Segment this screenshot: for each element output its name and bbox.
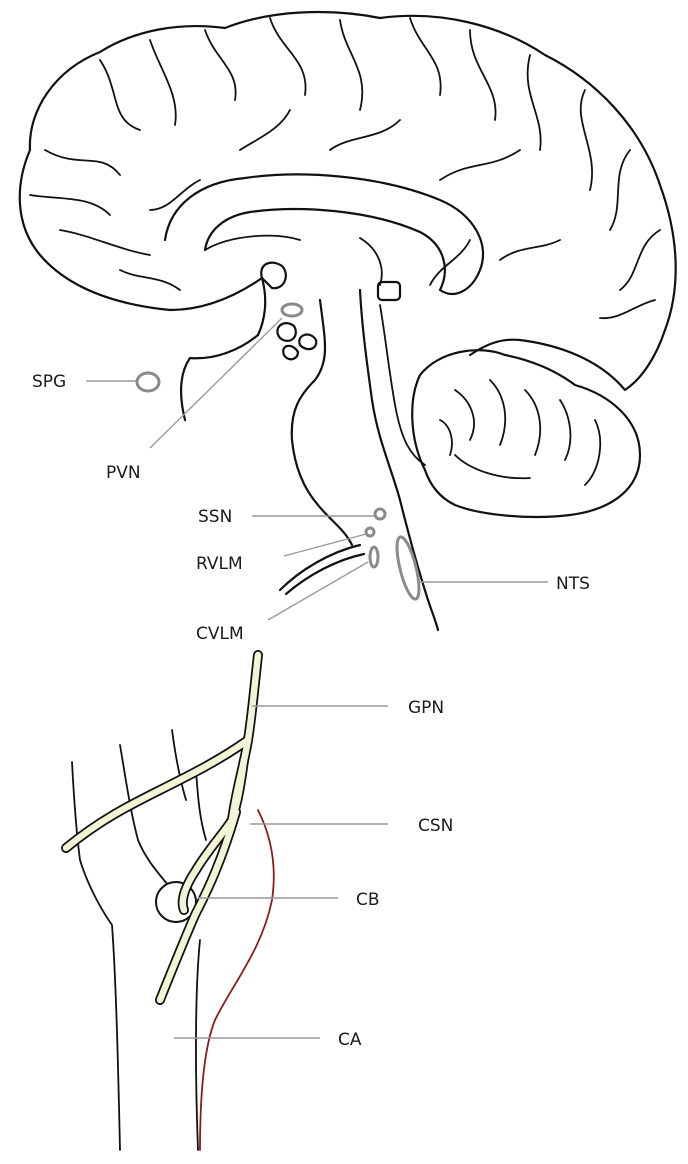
nuclei-markers — [135, 302, 421, 601]
medullary-efferent — [278, 543, 366, 596]
pvn-marker — [280, 302, 304, 318]
thalamus-bump — [260, 261, 287, 290]
brainstem-posterior — [358, 288, 440, 632]
brainstem-outline — [290, 298, 354, 547]
label-nts: NTS — [556, 574, 590, 594]
label-gpn: GPN — [408, 698, 444, 718]
nts-marker — [395, 535, 421, 601]
leader-lines-upper — [86, 317, 548, 621]
label-ssn: SSN — [198, 507, 232, 527]
cerebellum-folia — [439, 379, 602, 486]
cvlm-marker — [368, 545, 380, 569]
leader-lines-lower — [174, 705, 388, 1039]
carotid-artery-wall-back — [199, 809, 275, 1151]
label-csn: CSN — [418, 816, 453, 836]
carotid-artery-wall-front — [195, 769, 207, 841]
neck-carotid-drawing — [71, 729, 275, 1151]
cerebrum-outline — [18, 10, 677, 392]
fornix — [204, 234, 383, 286]
label-ca: CA — [338, 1030, 362, 1050]
labels: SPG PVN SSN RVLM CVLM NTS GPN CSN CB CA — [32, 372, 590, 1050]
label-spg: SPG — [32, 372, 66, 392]
carotid-artery-wall-inner — [195, 939, 201, 1151]
label-rvlm: RVLM — [196, 554, 243, 574]
neck-inner-line-1 — [119, 744, 169, 886]
spg-marker — [135, 371, 161, 393]
brain-sagittal-drawing — [18, 10, 677, 632]
neck-inner-line-2 — [171, 729, 187, 801]
hypothalamus-bumps — [276, 322, 318, 361]
pineal-region — [376, 280, 402, 302]
label-pvn: PVN — [106, 463, 141, 483]
label-cvlm: CVLM — [196, 624, 244, 644]
gyri-folds — [29, 17, 661, 319]
cerebellum-outline — [411, 349, 642, 519]
corpus-callosum — [163, 173, 485, 296]
nerves — [61, 650, 263, 1005]
rvlm-marker — [364, 526, 376, 538]
ssn-marker — [373, 507, 387, 521]
label-cb: CB — [356, 890, 380, 910]
neck-outline — [71, 761, 121, 1151]
temporal-lobe-outline — [179, 276, 267, 422]
aqueduct — [379, 304, 426, 466]
